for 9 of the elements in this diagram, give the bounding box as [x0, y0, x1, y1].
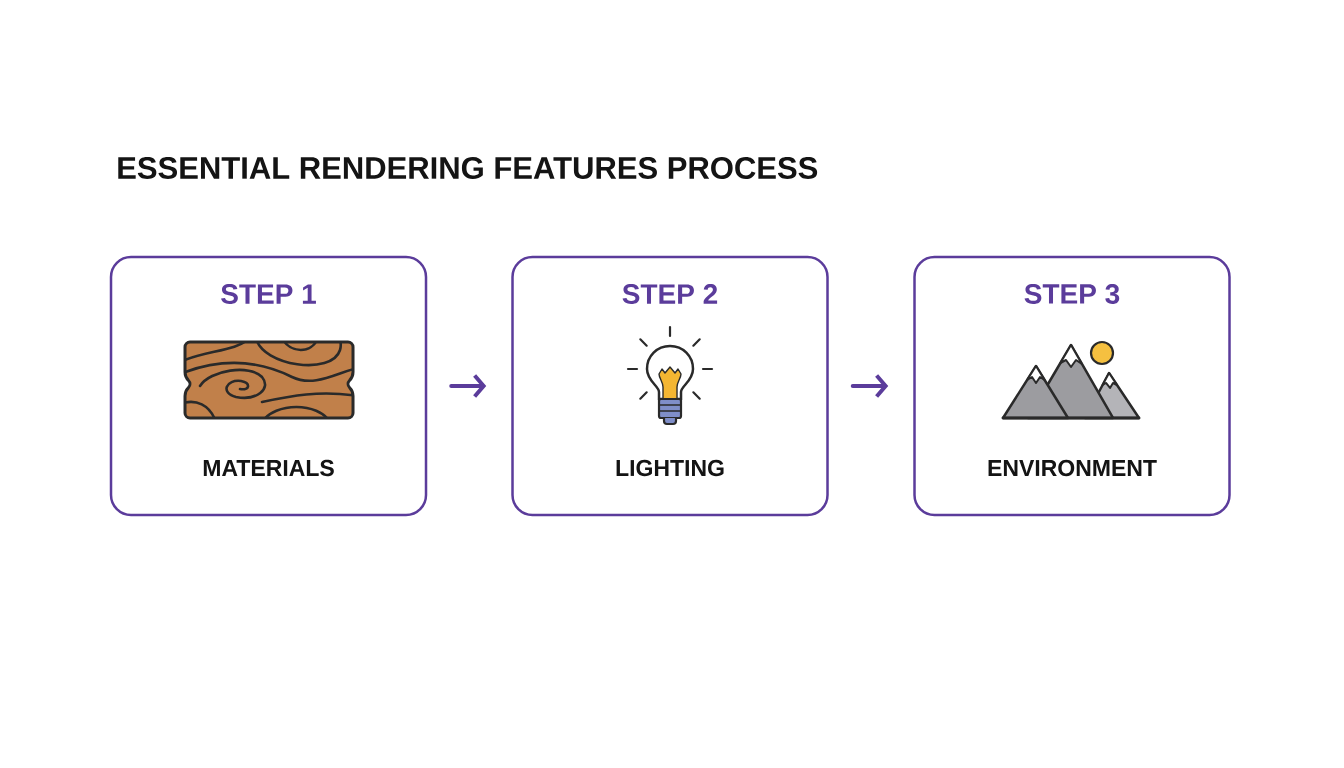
step-label: MATERIALS: [203, 459, 334, 477]
step-number: STEP 2: [622, 284, 718, 304]
arrow: [449, 374, 487, 398]
title: ESSENTIAL RENDERING FEATURES PROCESS: [118, 157, 818, 179]
step-number: STEP 1: [221, 284, 316, 304]
arrow: [850, 374, 889, 398]
step-number: STEP 3: [1024, 284, 1120, 304]
step-label: LIGHTING: [616, 459, 724, 477]
step-label: ENVIRONMENT: [988, 459, 1157, 477]
